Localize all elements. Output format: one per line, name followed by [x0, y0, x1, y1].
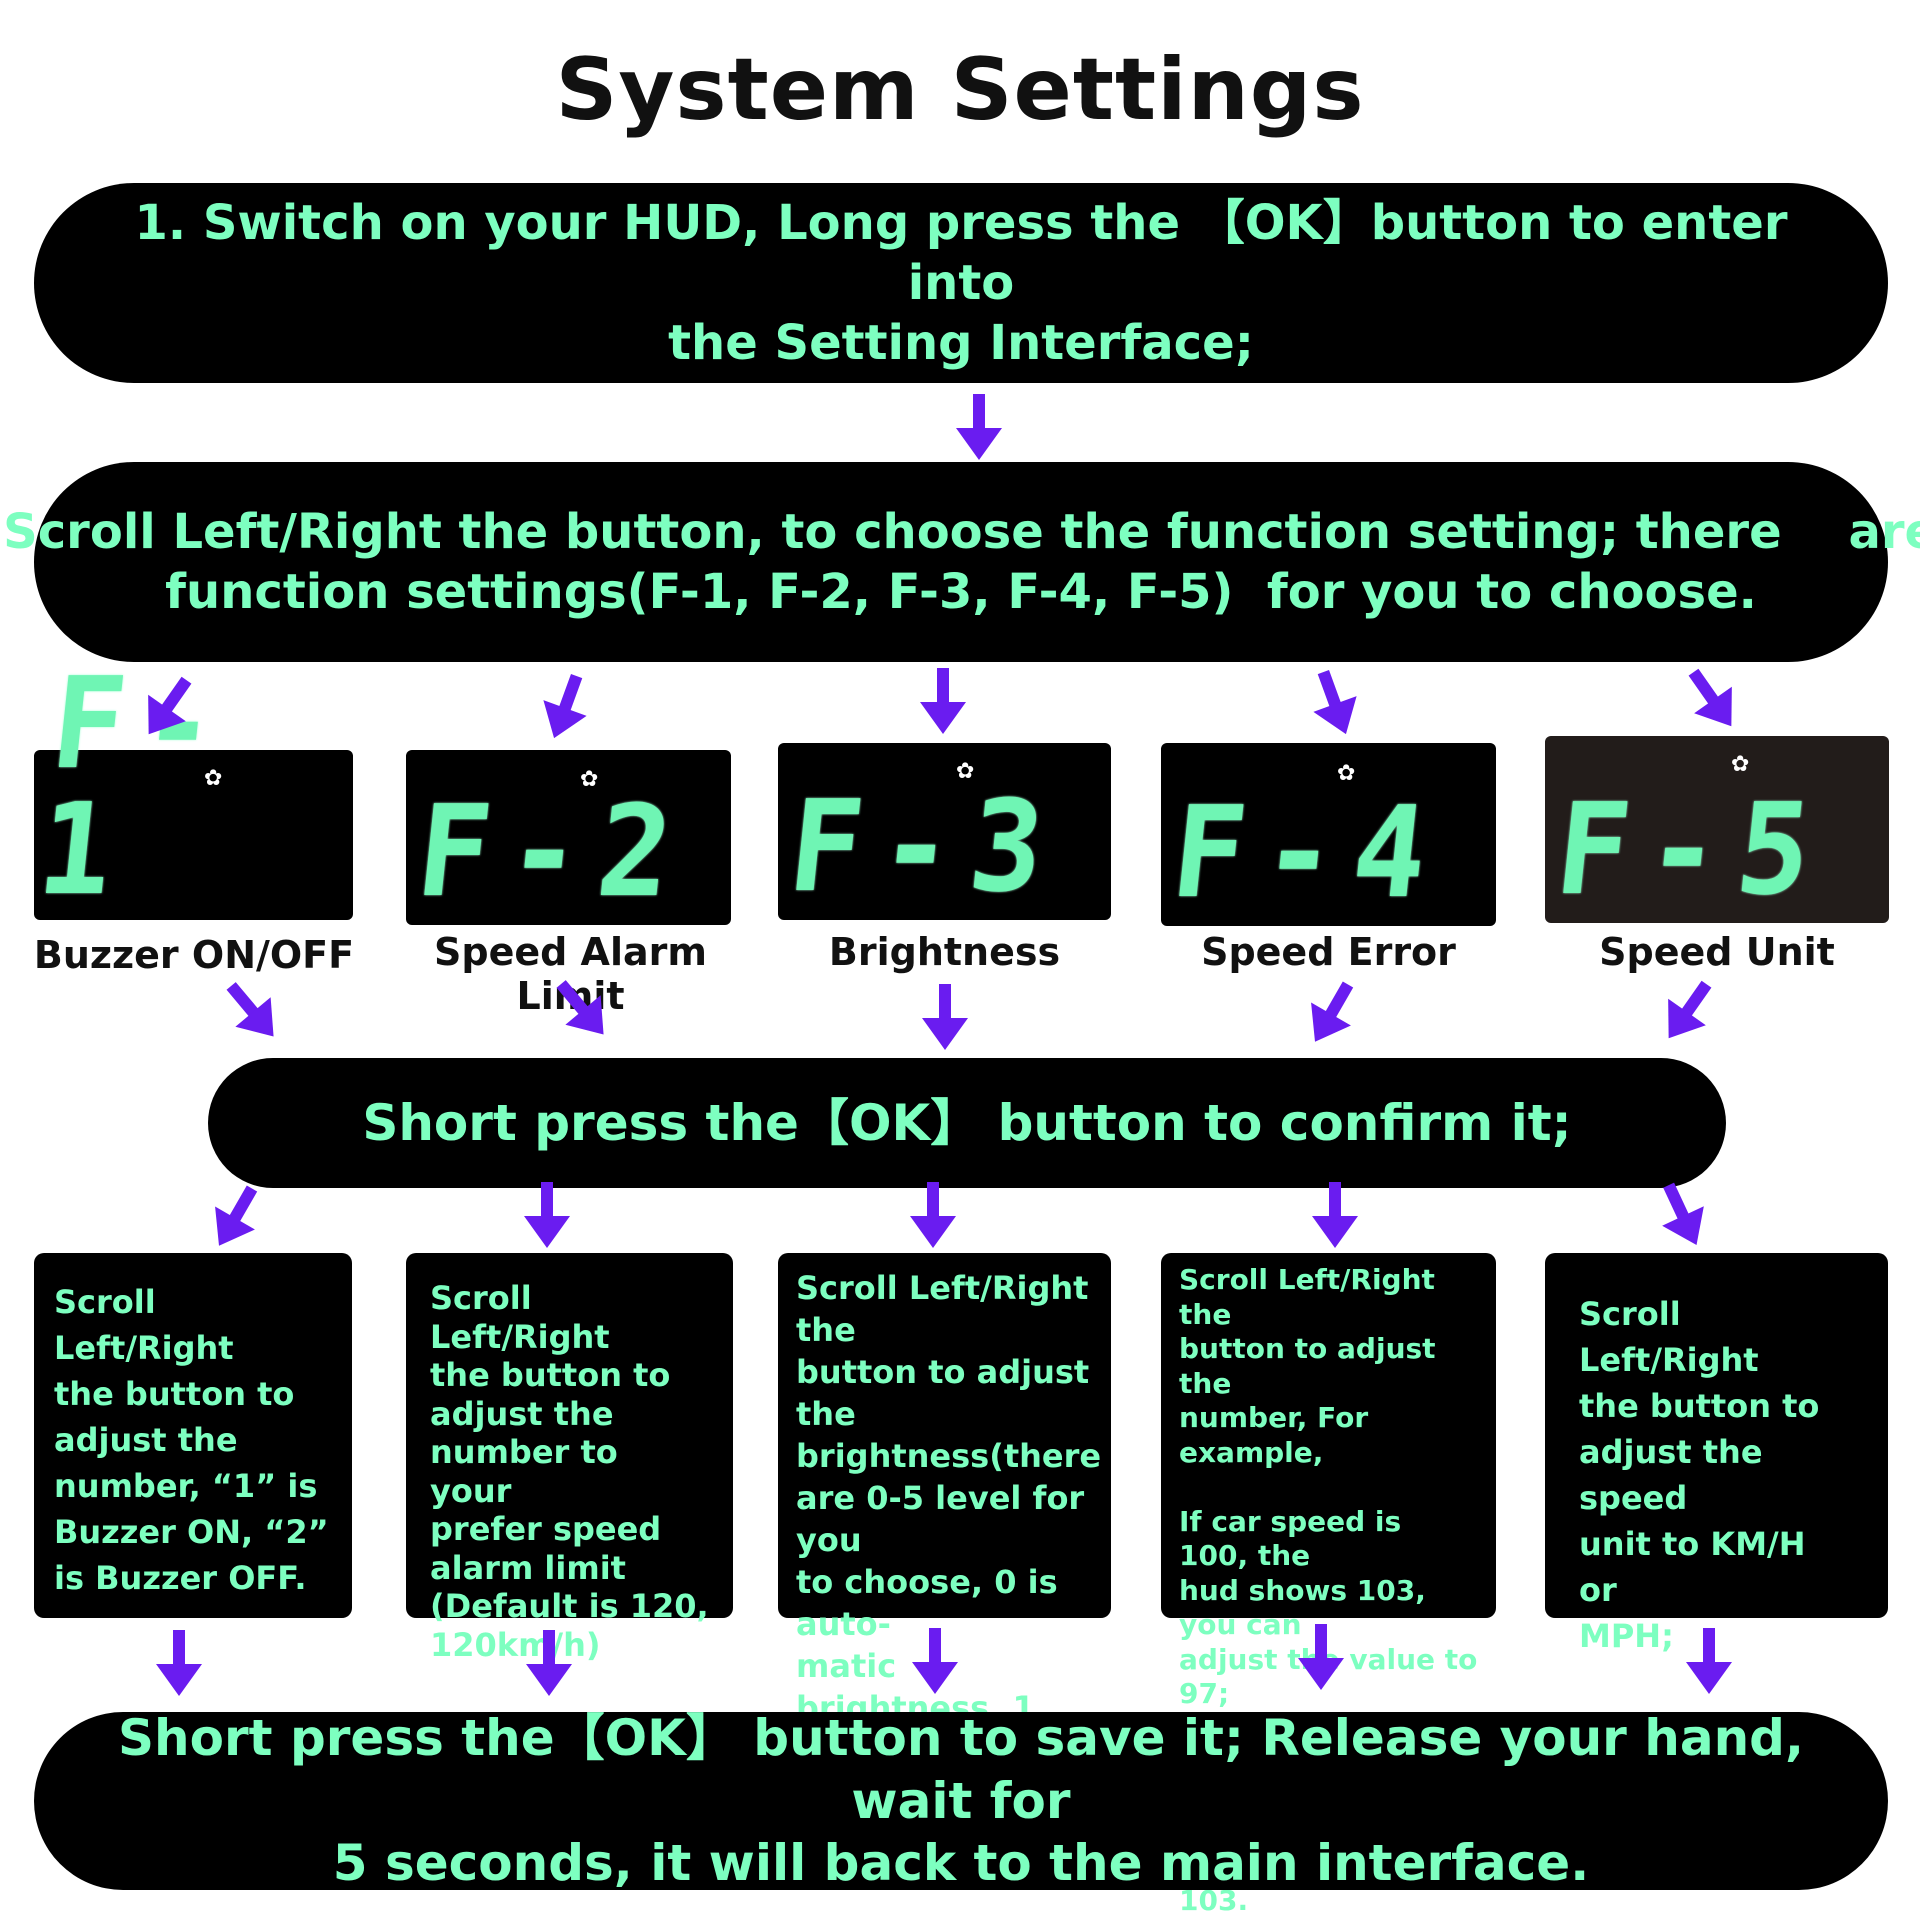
f1-display: ✿ F- 1 — [32, 652, 353, 923]
arrow-down-icon — [1300, 664, 1370, 744]
arrow-down-icon — [944, 388, 1014, 468]
save-box: Short press the【OK】 button to save it; R… — [34, 1709, 1888, 1892]
arrow-down-icon — [514, 1624, 584, 1704]
confirm-box: Short press the【OK】 button to confirm it… — [208, 1058, 1726, 1188]
f5-name: Speed Unit — [1599, 930, 1835, 974]
f2-code: F-2 — [410, 779, 697, 926]
arrow-down-icon — [1296, 974, 1366, 1054]
arrow-down-icon — [900, 1622, 970, 1702]
step-1-box: 1. Switch on your HUD, Long press the 【O… — [34, 183, 1888, 383]
f3-name: Brightness — [828, 930, 1061, 974]
save-line-2: 5 seconds, it will back to the main inte… — [332, 1834, 1590, 1893]
gear-icon: ✿ — [956, 759, 975, 784]
f5-code: F-5 — [1549, 777, 1836, 924]
gear-icon: ✿ — [580, 767, 599, 792]
arrow-down-icon — [1652, 972, 1722, 1052]
f4-code: F-4 — [1165, 780, 1452, 927]
arrow-down-icon — [898, 1176, 968, 1256]
f2-display: ✿ F-2 — [406, 750, 731, 925]
confirm-text: Short press the【OK】 button to confirm it… — [362, 1093, 1572, 1152]
arrow-down-icon — [132, 668, 202, 748]
arrow-down-icon — [1286, 1618, 1356, 1698]
arrow-down-icon — [1674, 1622, 1744, 1702]
step-1-line-2: the Setting Interface; — [668, 315, 1254, 371]
f4-display: ✿ F-4 — [1161, 743, 1496, 926]
arrow-down-icon — [910, 978, 980, 1058]
f4-description: Scroll Left/Right the button to adjust t… — [1161, 1253, 1496, 1917]
f1-description: Scroll Left/Right the button to adjust t… — [34, 1253, 352, 1618]
f5-display: ✿ F-5 — [1545, 736, 1889, 923]
gear-icon: ✿ — [1337, 761, 1356, 786]
step-1-line-1: 1. Switch on your HUD, Long press the 【O… — [134, 195, 1788, 311]
f5-description: Scroll Left/Right the button to adjust t… — [1545, 1253, 1888, 1655]
f1-name: Buzzer ON/OFF — [33, 933, 355, 977]
step-2-line-1: 2. Scroll Left/Right the button, to choo… — [0, 504, 1920, 560]
arrow-down-icon — [908, 662, 978, 742]
arrow-down-icon — [530, 668, 600, 748]
gear-icon: ✿ — [204, 766, 223, 791]
step-2-line-2: function settings(F-1, F-2, F-3, F-4, F-… — [165, 564, 1757, 620]
arrow-down-icon — [218, 972, 288, 1052]
f3-display: ✿ F-3 — [778, 743, 1111, 920]
f2-description: Scroll Left/Right the button to adjust t… — [406, 1253, 733, 1664]
f3-code: F-3 — [782, 774, 1069, 921]
arrow-down-icon — [1300, 1176, 1370, 1256]
arrow-down-icon — [1648, 1176, 1718, 1256]
arrow-down-icon — [144, 1624, 214, 1704]
save-line-1: Short press the【OK】 button to save it; R… — [118, 1709, 1804, 1830]
arrow-down-icon — [200, 1178, 270, 1258]
step-2-box: 2. Scroll Left/Right the button, to choo… — [3, 462, 1920, 662]
page-title: System Settings — [555, 40, 1365, 140]
gear-icon: ✿ — [1731, 752, 1750, 777]
f4-name: Speed Error — [1201, 930, 1456, 974]
arrow-down-icon — [1678, 660, 1748, 740]
arrow-down-icon — [548, 970, 618, 1050]
arrow-down-icon — [512, 1176, 582, 1256]
f3-description: Scroll Left/Right the button to adjust t… — [778, 1253, 1111, 1853]
